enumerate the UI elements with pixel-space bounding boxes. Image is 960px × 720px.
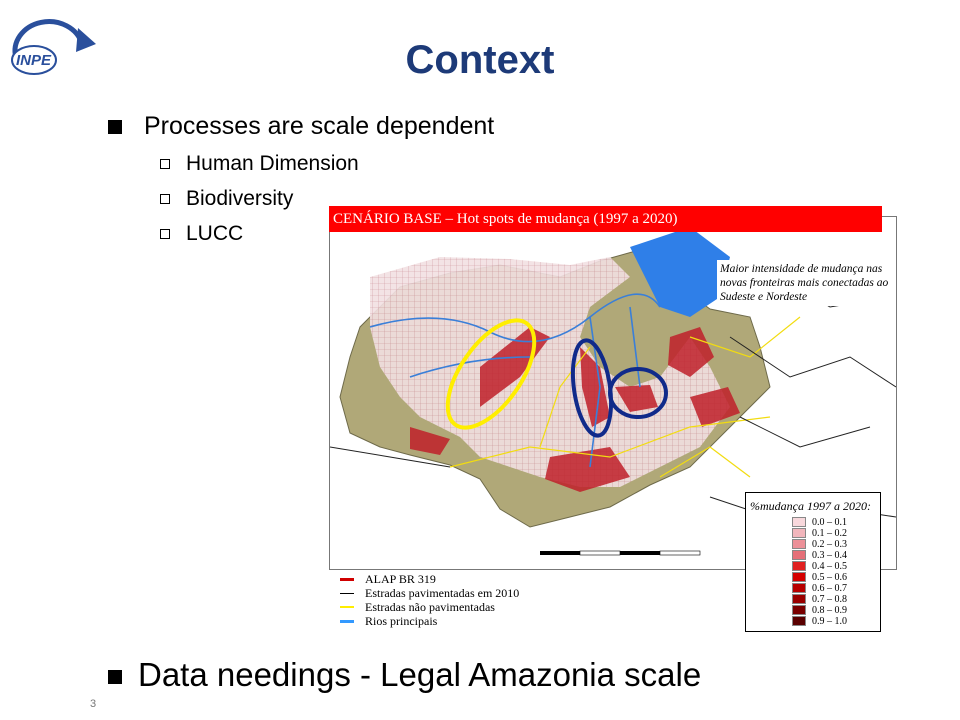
- change-legend-swatch: [792, 517, 806, 527]
- change-legend-swatch: [792, 539, 806, 549]
- page-number: 3: [90, 698, 97, 710]
- change-legend-label: 0.6 – 0.7: [812, 583, 847, 594]
- legend-swatch: [340, 606, 354, 608]
- sub-bullet-lucc: LUCC: [186, 222, 244, 245]
- sub-bullet-human-dimension: Human Dimension: [186, 152, 359, 175]
- legend-swatch: [340, 593, 354, 594]
- change-legend-swatch: [792, 616, 806, 626]
- change-legend-swatch: [792, 528, 806, 538]
- change-legend-label: 0.2 – 0.3: [812, 539, 847, 550]
- legend-label: Estradas pavimentadas em 2010: [365, 586, 520, 600]
- change-legend-swatch: [792, 572, 806, 582]
- inpe-logo: INPE: [4, 14, 100, 86]
- bullet-marker: [108, 120, 122, 134]
- change-legend-swatch: [792, 583, 806, 593]
- legend-label: Rios principais: [365, 614, 438, 628]
- change-legend-title: %mudança 1997 a 2020:: [750, 499, 871, 513]
- sub-bullet-marker: [160, 194, 170, 204]
- change-legend-swatch: [792, 550, 806, 560]
- change-legend-label: 0.7 – 0.8: [812, 594, 847, 605]
- legend-swatch: [340, 578, 354, 581]
- bullet-marker: [108, 670, 122, 684]
- sub-bullet-marker: [160, 229, 170, 239]
- map-header-banner: CENÁRIO BASE – Hot spots de mudança (199…: [329, 206, 882, 232]
- change-legend-swatch: [792, 594, 806, 604]
- bullet-data-needings: Data needings - Legal Amazonia scale: [138, 656, 702, 693]
- legend-label: Estradas não pavimentadas: [365, 600, 495, 614]
- change-legend-swatch: [792, 605, 806, 615]
- bullet-processes: Processes are scale dependent: [144, 112, 495, 140]
- sub-bullet-biodiversity: Biodiversity: [186, 187, 294, 210]
- change-legend-label: 0.5 – 0.6: [812, 572, 847, 583]
- change-legend-label: 0.1 – 0.2: [812, 528, 847, 539]
- change-legend-label: 0.0 – 0.1: [812, 517, 847, 528]
- change-legend-label: 0.8 – 0.9: [812, 605, 847, 616]
- change-legend-swatch: [792, 561, 806, 571]
- change-legend-label: 0.4 – 0.5: [812, 561, 847, 572]
- change-legend-label: 0.9 – 1.0: [812, 616, 847, 627]
- legend-label: ALAP BR 319: [365, 572, 436, 586]
- slide-title: Context: [405, 38, 555, 82]
- logo-text: INPE: [16, 52, 52, 69]
- sub-bullet-marker: [160, 159, 170, 169]
- change-legend-label: 0.3 – 0.4: [812, 550, 847, 561]
- legend-swatch: [340, 620, 354, 623]
- map-annotation: Maior intensidade de mudança nas novas f…: [717, 260, 893, 306]
